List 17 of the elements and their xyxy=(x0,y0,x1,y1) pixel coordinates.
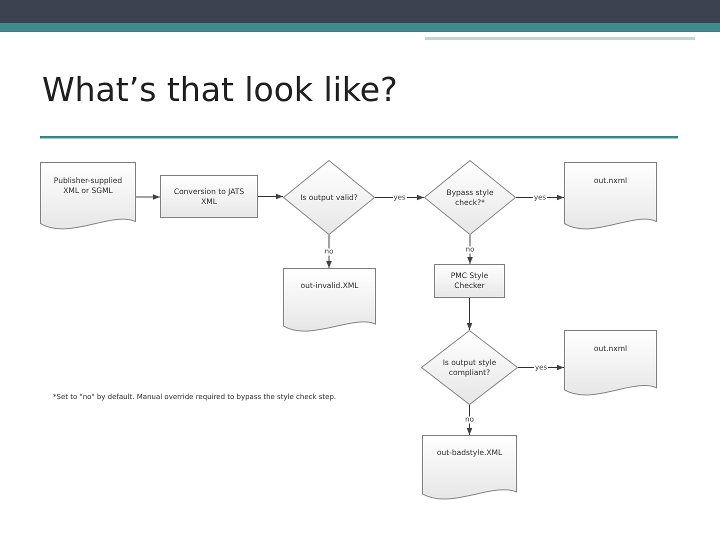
document-shape xyxy=(40,162,136,232)
arrow xyxy=(466,298,472,330)
arrow xyxy=(326,234,332,268)
process-box xyxy=(160,175,258,218)
decision-diamond xyxy=(421,330,518,405)
document-shape xyxy=(564,330,657,398)
arrow xyxy=(258,194,284,200)
decision-diamond xyxy=(283,160,375,235)
document-shape xyxy=(564,162,657,232)
arrow xyxy=(466,404,472,436)
document-shape xyxy=(422,435,517,502)
arrow xyxy=(136,194,160,200)
slide-title: What’s that look like? xyxy=(42,70,398,109)
decision-diamond xyxy=(424,160,516,235)
arrow xyxy=(467,234,473,264)
process-box xyxy=(434,264,505,298)
document-shape xyxy=(283,268,376,334)
